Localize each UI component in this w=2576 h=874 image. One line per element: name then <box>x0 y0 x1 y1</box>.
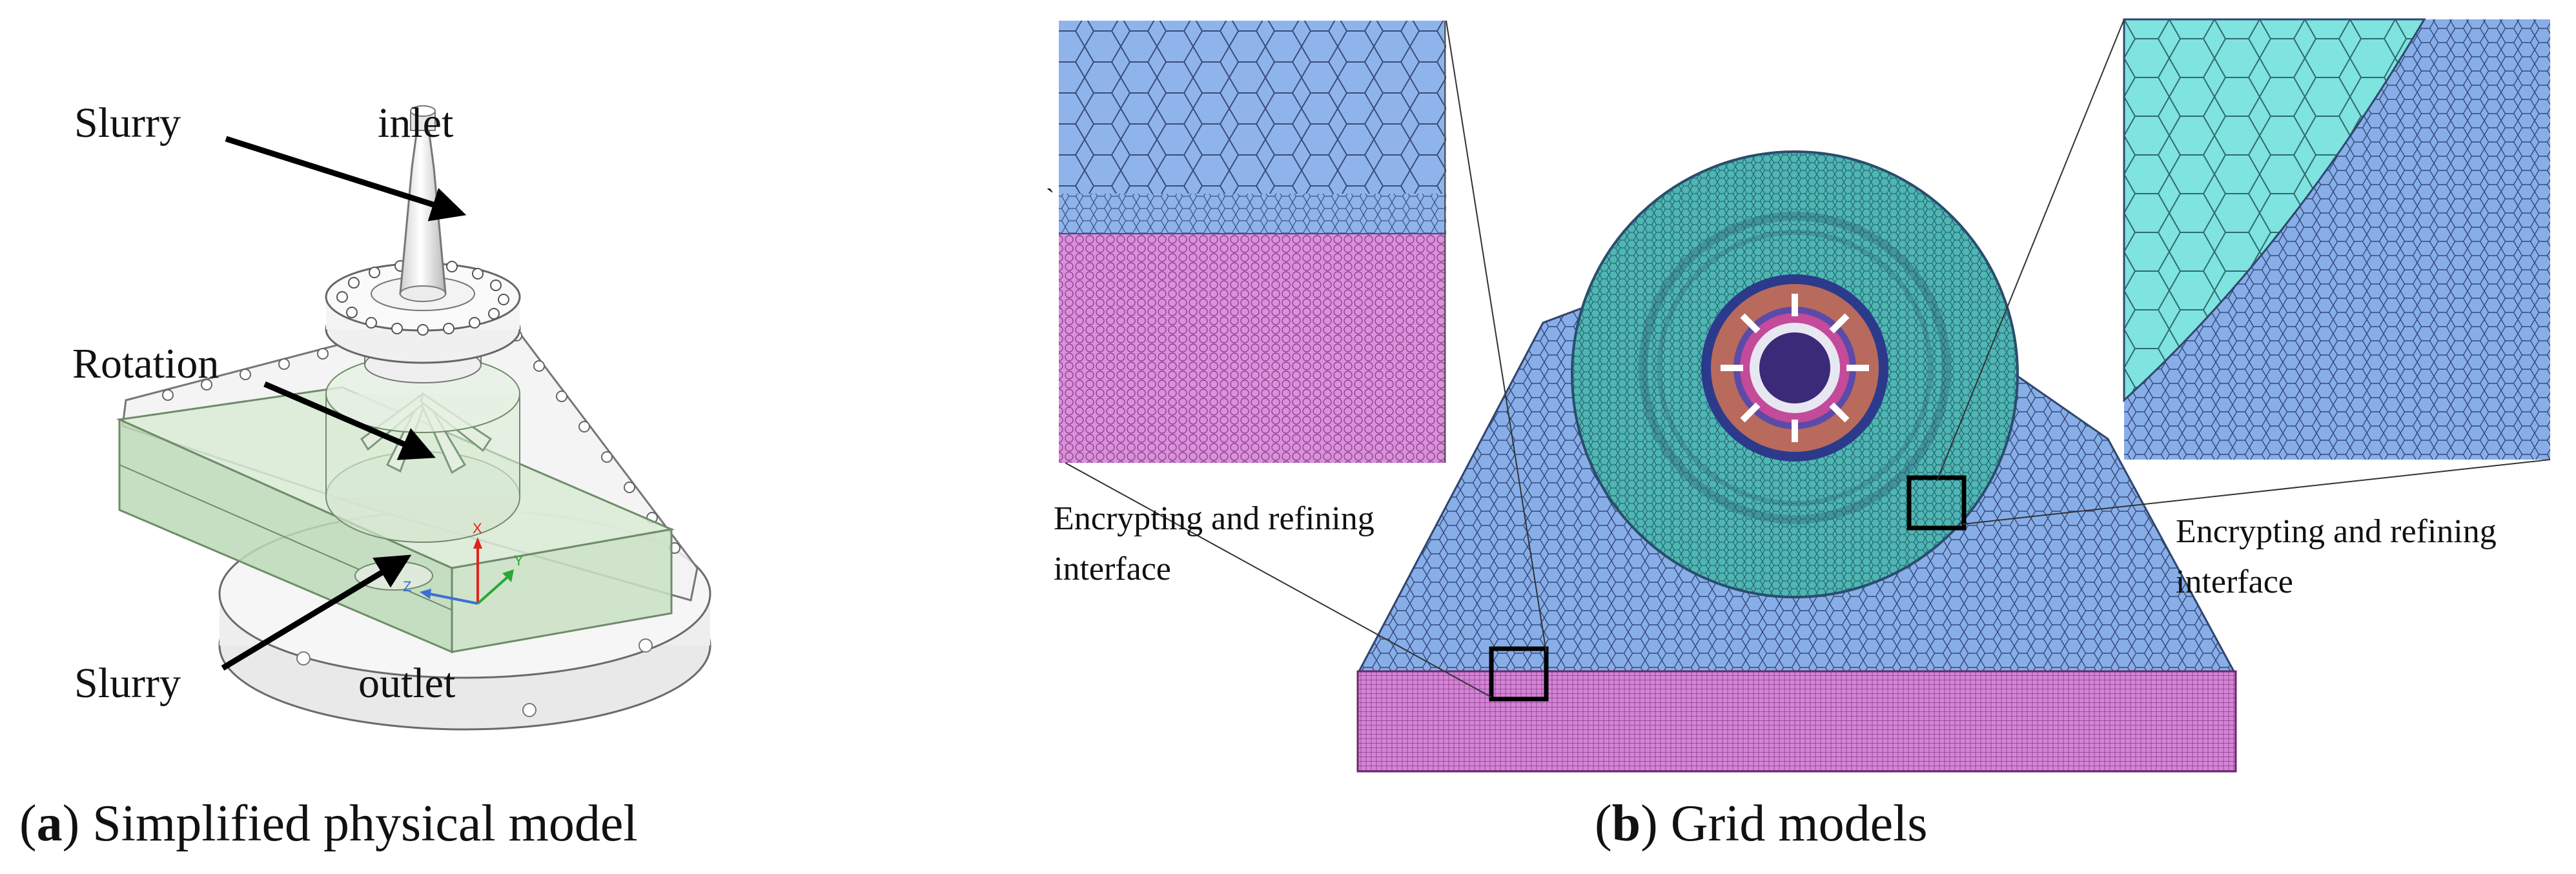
right-note-line-2: interface <box>2176 564 2293 600</box>
inlet-arrow <box>225 136 467 221</box>
panel-b-letter: b <box>1612 795 1641 852</box>
outlet-label: outlet <box>358 660 455 707</box>
inlet-nozzle <box>399 128 447 295</box>
panel-a-model: X Y Z Slurry inlet Rotation Slurry outle… <box>19 99 711 852</box>
slurry-outlet-label: Slurry <box>74 660 181 707</box>
rotation-arrow <box>263 381 436 460</box>
inlet-label: inlet <box>378 99 453 147</box>
slurry-inlet-label: Slurry <box>74 99 181 147</box>
zoom-box-right <box>1906 475 1967 531</box>
panel-b-caption-text: Grid models <box>1658 795 1928 852</box>
left-note-line-1: Encrypting and refining <box>1054 500 1375 537</box>
axis-y-label: Y <box>514 553 524 569</box>
right-interface-note: Encrypting and refining interface <box>2176 513 2505 600</box>
panel-a-caption-text: Simplified physical model <box>79 795 637 852</box>
panel-a-caption: (a) Simplified physical model <box>19 795 638 852</box>
panel-b-caption: (b) Grid models <box>1595 795 1928 852</box>
svg-text:`: ` <box>1046 183 1054 212</box>
outlet-slab-mesh <box>1356 670 2237 773</box>
support-plate-holes <box>162 317 680 554</box>
rotation-label: Rotation <box>72 340 219 387</box>
outlet-arrow <box>221 554 412 671</box>
left-note-line-2: interface <box>1054 551 1171 587</box>
axis-x-label: X <box>473 520 482 536</box>
panel-b-mesh: ` <box>1046 18 2551 852</box>
right-zoom-inset <box>2123 18 2550 460</box>
impeller-core-mesh <box>1701 274 1888 462</box>
left-interface-note: Encrypting and refining interface <box>1054 500 1383 587</box>
lid-bolt-holes <box>336 258 509 336</box>
zoom-box-left <box>1489 646 1549 702</box>
housing-side-face <box>451 528 673 653</box>
left-zoom-inset: ` <box>1046 21 1446 463</box>
axis-z-label: Z <box>403 578 411 595</box>
panel-a-letter: a <box>37 795 63 852</box>
right-note-line-1: Encrypting and refining <box>2176 513 2497 550</box>
